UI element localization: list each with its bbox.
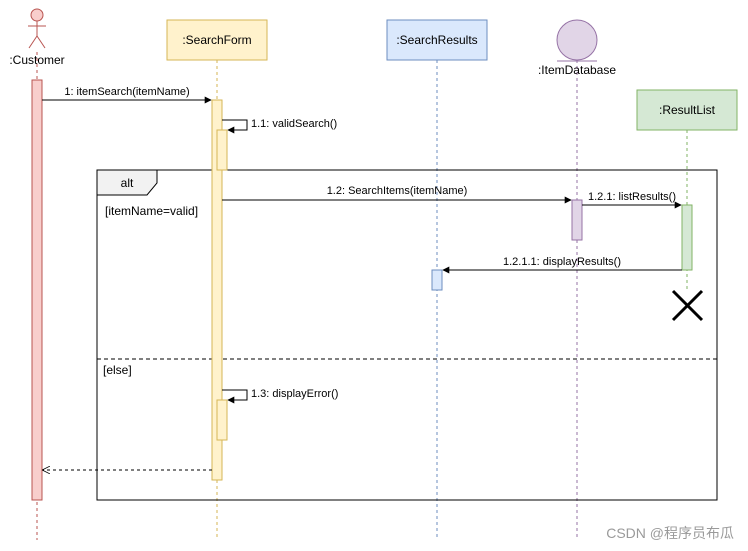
participant-customer-label: :Customer: [9, 53, 64, 67]
participant-result-list: :ResultList: [636, 89, 738, 131]
participant-item-database-label: :ItemDatabase: [538, 63, 616, 77]
participant-customer: :Customer: [9, 8, 65, 67]
message-item-search: 1: itemSearch(itemName): [42, 86, 212, 104]
message-search-items-label: 1.2: SearchItems(itemName): [327, 185, 468, 197]
participant-search-results-label: :SearchResults: [396, 33, 477, 47]
alt-fragment: alt [itemName=valid] [else]: [96, 169, 718, 501]
message-display-error: 1.3: displayError(): [222, 388, 338, 404]
message-search-items: 1.2: SearchItems(itemName): [222, 185, 572, 204]
watermark: CSDN @程序员布瓜: [606, 525, 734, 541]
participant-search-form-label: :SearchForm: [182, 33, 251, 47]
message-display-results: 1.2.1.1: displayResults(): [442, 256, 682, 274]
message-list-results: 1.2.1: listResults(): [582, 191, 682, 209]
fragment-guard-valid: [itemName=valid]: [105, 204, 198, 218]
fragment-guard-else: [else]: [103, 363, 132, 377]
participant-search-form: :SearchForm: [166, 19, 268, 61]
message-valid-search-label: 1.1: validSearch(): [251, 118, 337, 130]
actor-icon: [28, 8, 46, 49]
activation-search-form-error: [216, 399, 228, 441]
activation-customer: [31, 79, 43, 501]
participant-result-list-label: :ResultList: [659, 103, 716, 117]
message-list-results-label: 1.2.1: listResults(): [588, 191, 676, 203]
message-item-search-label: 1: itemSearch(itemName): [64, 86, 189, 98]
message-display-results-label: 1.2.1.1: displayResults(): [503, 256, 621, 268]
destroy-icon: [671, 289, 704, 322]
activation-search-results: [431, 269, 443, 291]
message-display-error-label: 1.3: displayError(): [251, 388, 338, 400]
entity-icon: [556, 19, 598, 61]
activation-item-database: [571, 199, 583, 241]
activation-result-list: [681, 204, 693, 271]
fragment-operator: alt: [121, 176, 134, 190]
activation-search-form-validate: [216, 129, 228, 171]
message-valid-search: 1.1: validSearch(): [222, 118, 337, 134]
participant-search-results: :SearchResults: [386, 19, 488, 61]
participant-item-database: :ItemDatabase: [538, 19, 616, 77]
activation-search-form: [211, 99, 223, 481]
